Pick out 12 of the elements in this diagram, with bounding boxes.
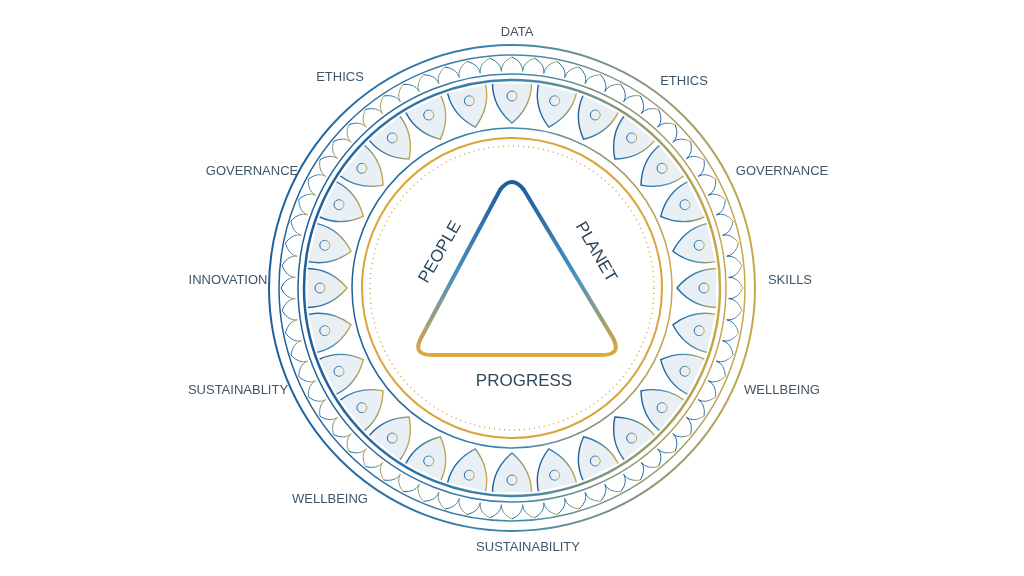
ring-label: ETHICS	[660, 72, 708, 88]
ring-label: WELLBEING	[292, 490, 368, 506]
ring-label: WELLBEING	[744, 381, 820, 397]
ring-label: GOVERNANCE	[205, 162, 299, 178]
ring-label: DATA	[500, 23, 534, 39]
ring-label: INNOVATION	[188, 271, 268, 287]
triangle-side-label: PROGRESS	[475, 371, 573, 391]
ring-label: GOVERNANCE	[735, 162, 829, 178]
ring-label: SKILLS	[767, 271, 813, 287]
ring-label: SUSTAINABILITY	[476, 538, 580, 554]
ring-label: SUSTAINABLITY	[187, 381, 289, 397]
ring-label: ETHICS	[316, 68, 364, 84]
